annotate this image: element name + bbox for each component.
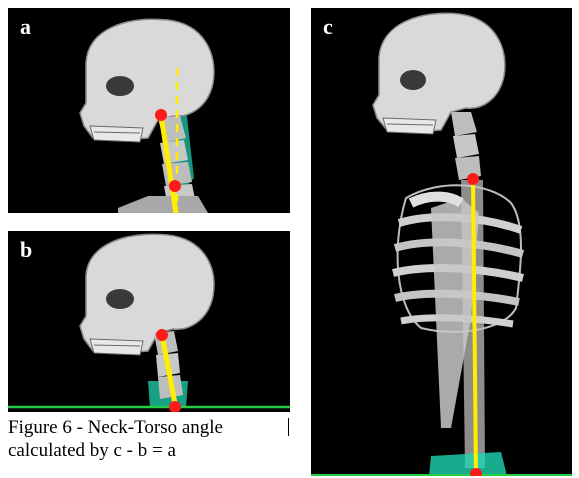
figure-caption: Figure 6 - Neck-Torso angle calculated b… xyxy=(8,416,290,462)
panel-b-label: b xyxy=(20,239,32,261)
panel-b-illustration xyxy=(8,231,290,412)
caption-divider xyxy=(288,418,289,436)
panel-a-label: a xyxy=(20,16,31,38)
figure-panel-c: c xyxy=(311,8,572,476)
figure-panel-b: b xyxy=(8,231,290,412)
neck-point-upper-b xyxy=(156,329,168,341)
neck-point-upper-a xyxy=(155,109,167,121)
skull-icon xyxy=(80,19,214,142)
panel-a-illustration xyxy=(8,8,290,213)
caption-line-1: Figure 6 - Neck-Torso angle xyxy=(8,416,290,439)
neck-point-lower-a xyxy=(169,180,181,192)
skull-icon xyxy=(80,234,214,355)
panel-c-label: c xyxy=(323,16,333,38)
caption-line-2: calculated by c - b = a xyxy=(8,439,290,462)
torso-region-c xyxy=(429,452,507,476)
ribcage-icon xyxy=(393,185,523,428)
figure-panel-a: a xyxy=(8,8,290,213)
panel-c-illustration xyxy=(311,8,572,476)
skull-icon xyxy=(373,13,505,134)
neck-point-upper-c xyxy=(467,173,479,185)
